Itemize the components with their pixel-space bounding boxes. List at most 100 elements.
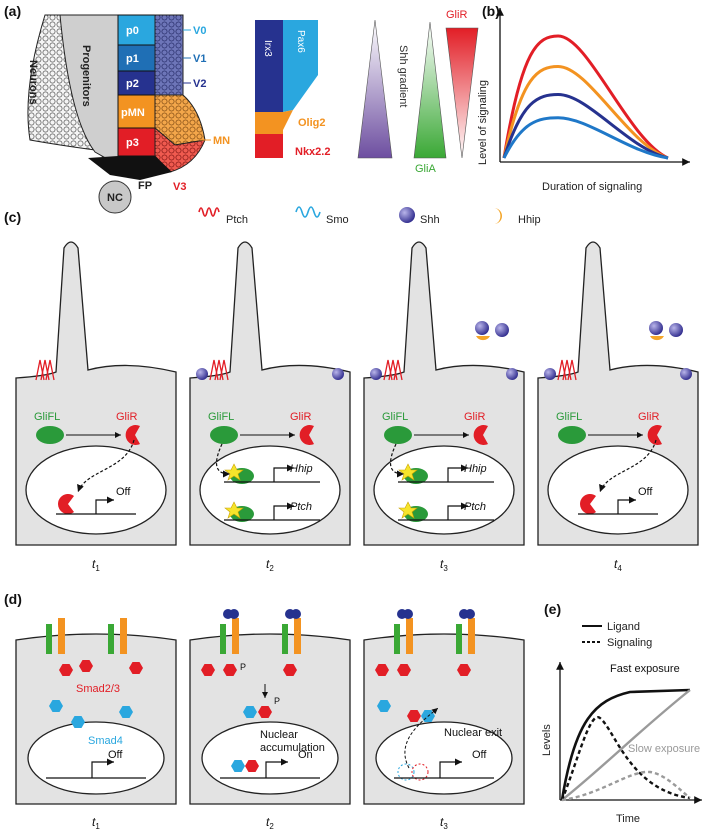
domain-label-p3: p3 [126,137,139,149]
time-label: t2 [266,557,274,573]
receptor-type2 [58,618,65,654]
irx3-bar [255,20,283,112]
shh-ligand [680,368,692,380]
nucleus [373,445,515,535]
smad23 [201,664,215,676]
receptor-type2 [294,618,301,654]
e-slow-ligand [561,689,691,801]
hhip-gene-label: Hhip [290,463,313,475]
domain-p3 [117,127,156,157]
ligand [465,609,475,619]
smad23 [457,664,471,676]
progenitors-label: Progenitors [80,45,92,107]
pax6-label: Pax6 [295,30,306,53]
v1-label: V1 [193,53,206,65]
glir-nuclear-arrow [77,439,135,493]
glifl-protein [384,426,412,444]
exit-arrow [404,707,439,769]
e-legend-ligand: Ligand [607,621,640,633]
ptch-receptor [209,359,219,381]
irx3-lower-red [255,134,283,158]
hhip-legend-label: Hhip [518,214,541,226]
v0-label: V0 [193,25,206,37]
shh-ligand [475,321,489,335]
time-label: t4 [614,557,622,573]
shh-gradient-label: Shh gradient [397,45,409,107]
panel-b: (b) Level of signaling Duration of signa… [477,3,690,193]
smad23 [397,664,411,676]
irx3-label: Irx3 [262,40,273,57]
b-series-1 [502,64,669,160]
gene-promoter-1 [224,506,320,521]
gene-promoter [220,762,320,779]
shh-ligand [370,368,382,380]
smad23 [283,664,297,676]
receptor-type2 [406,618,413,654]
e-xlabel: Time [616,813,640,825]
v2-label: V2 [193,78,206,90]
b-series-3 [502,116,669,160]
smad23 [258,706,272,718]
glia-nuclear-arrow [390,443,405,478]
shh-gradient-triangle [357,19,393,159]
gene-promoter [394,762,494,779]
glifl-label: GliFL [382,411,408,423]
smad23 [59,664,73,676]
time-label: t3 [440,557,448,573]
ptch-receptor [40,359,50,381]
nucleus [25,445,167,535]
ptch-receptor [562,359,572,381]
receptor-type1 [456,624,462,654]
glir-protein [473,425,488,446]
ptch-receptor [214,359,224,381]
notochord [98,180,132,214]
hhip-legend-icon [494,208,502,224]
b-curves [502,34,669,160]
shh-ligand [196,368,208,380]
glir-label: GliR [464,411,485,423]
b-xlabel: Duration of signaling [542,181,642,193]
gene-promoter [46,762,146,779]
on-label: On [298,749,313,761]
time-label: t3 [440,815,448,831]
smad23 [79,660,93,672]
smad23-ghost [411,763,429,781]
progenitor-region [59,14,119,166]
smad4-label: Smad4 [88,735,123,747]
domain-label-pmn: pMN [121,107,145,119]
shh-ligand [544,368,556,380]
smad23-nuclear [245,760,259,772]
fp-label: FP [138,180,152,192]
smad23 [223,664,237,676]
shh-ligand [506,368,518,380]
smad4-nuclear [231,760,245,772]
smad4 [243,706,257,718]
panel-b-label: (b) [482,3,500,19]
glir-label: GliR [446,9,467,21]
gene-promoter [56,500,136,515]
glir-triangle [445,27,479,159]
e-slow-signaling [561,770,691,802]
shh-legend-label: Shh [420,214,440,226]
ptch-gene-label: Ptch [290,501,312,513]
mn-label: MN [213,135,230,147]
time-label: t1 [92,557,100,573]
shh-ligand [649,321,663,335]
b-ylabel: Level of signaling [477,80,489,165]
panel-a-label: (a) [4,3,21,19]
domain-p2 [117,70,156,96]
off-label: Off [638,486,653,498]
ptch-receptor [557,359,567,381]
hhip-bound [476,336,490,341]
gene-promoter-1 [398,506,494,521]
v3-label: V3 [173,181,186,193]
gene-promoter [578,500,658,515]
nkx22-label: Nkx2.2 [295,146,330,158]
ligand [403,609,413,619]
nucleus [199,445,341,535]
